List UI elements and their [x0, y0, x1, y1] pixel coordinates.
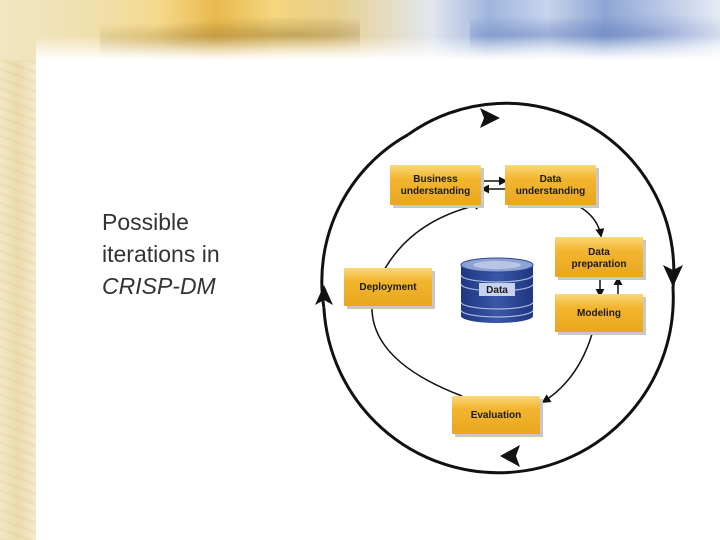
slide-caption: Possible iterations in CRISP-DM [102, 206, 302, 302]
arrow-du-to-prep [579, 206, 605, 238]
outer-arrow-head-right [663, 265, 683, 287]
banner-fade [36, 36, 720, 60]
outer-arrow-head-bottom [500, 445, 520, 467]
phase-box [505, 165, 596, 205]
outer-arc-top-left [320, 133, 409, 309]
phase-box [452, 396, 540, 434]
phase-label-line-2: understanding [516, 186, 585, 197]
phase-label-line-1: Business [413, 174, 458, 185]
arrow-model-to-eval [541, 333, 593, 403]
decorative-left-strip [0, 0, 36, 540]
phase-label-line-1: Data [588, 247, 610, 258]
phase-box [555, 237, 643, 277]
outer-arc-bottom [322, 287, 675, 475]
phase-data-understanding: Data understanding [505, 165, 599, 208]
phase-label-line-1: Data [540, 174, 562, 185]
outer-cycle [315, 101, 683, 475]
phase-box [555, 294, 643, 332]
cylinder-band [460, 309, 534, 318]
phase-box [390, 165, 481, 205]
cylinder-band [460, 274, 534, 283]
outer-arrow-head-top [480, 108, 500, 128]
phase-data-preparation: Data preparation [555, 237, 646, 280]
phase-label-line-2: preparation [571, 259, 626, 270]
phase-label: Deployment [359, 282, 417, 293]
center-label: Data [486, 285, 508, 296]
phase-modeling: Modeling [555, 294, 646, 335]
caption-line-3: CRISP-DM [102, 273, 216, 299]
phase-label-line-2: understanding [401, 186, 470, 197]
phase-business-understanding: Business understanding [390, 165, 484, 208]
caption-line-2: iterations in [102, 241, 220, 267]
outer-arc-top-right [407, 101, 676, 289]
caption-line-1: Possible [102, 209, 189, 235]
phase-label: Evaluation [471, 410, 522, 421]
data-cylinder-icon: Data [460, 257, 534, 323]
phase-evaluation: Evaluation [452, 396, 543, 437]
cylinder-label-plate [479, 283, 515, 296]
cylinder-band [460, 301, 534, 310]
phase-label: Modeling [577, 308, 621, 319]
phase-deployment: Deployment [344, 268, 435, 309]
outer-arrow-head-left [315, 285, 333, 305]
phase-box [344, 268, 432, 306]
cylinder-top-highlight [473, 261, 521, 269]
